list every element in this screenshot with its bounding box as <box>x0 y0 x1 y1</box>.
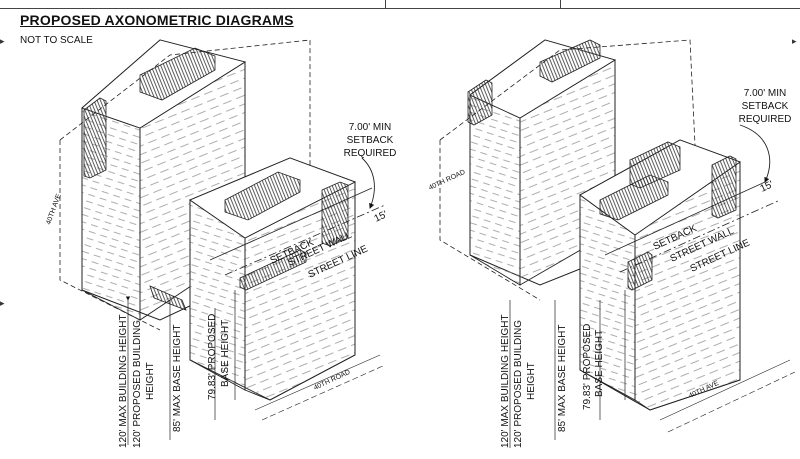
right-streetwall-block <box>627 251 653 291</box>
right-setback-block <box>711 155 737 219</box>
right-proposed-height-1: 120' PROPOSED BUILDING <box>513 320 524 448</box>
right-setback-note-line1: 7.00' MIN <box>744 88 786 99</box>
left-proposed-base-1: 79.83' PROPOSED <box>207 314 218 400</box>
right-setback-note-line3: REQUIRED <box>739 114 792 125</box>
sheet-frame-divider <box>560 0 561 8</box>
right-proposed-base-1: 79.83' PROPOSED <box>582 324 593 410</box>
right-curb-line <box>667 371 796 433</box>
edge-arrow-icon: ▸ <box>0 298 5 308</box>
left-setback-note-line3: REQUIRED <box>344 148 397 159</box>
left-max-base-height: 85' MAX BASE HEIGHT <box>172 325 183 433</box>
right-street-a-label: 40TH ROAD <box>428 169 467 192</box>
edge-arrow-icon: ▸ <box>792 36 797 46</box>
left-zoning-envelope <box>59 140 161 331</box>
sheet-frame-divider <box>385 0 386 8</box>
right-base-mechanical <box>629 141 681 189</box>
right-max-base-height: 85' MAX BASE HEIGHT <box>557 325 568 433</box>
left-curb-line <box>254 354 381 411</box>
edge-arrow-icon: ▸ <box>0 36 5 46</box>
left-curb-line <box>261 364 386 421</box>
right-dim-15-label: 15' <box>759 179 776 195</box>
left-dim-15-label: 15' <box>373 209 390 225</box>
right-street-line <box>619 199 781 273</box>
left-proposed-height-1: 120' PROPOSED BUILDING <box>132 320 143 448</box>
left-corner-block <box>149 285 187 311</box>
right-tower-edge-block <box>467 79 493 126</box>
right-max-building-height: 120' MAX BUILDING HEIGHT <box>500 314 511 448</box>
left-tower-edge-block <box>83 97 107 179</box>
page-subtitle: NOT TO SCALE <box>20 35 93 46</box>
right-proposed-height-2: HEIGHT <box>526 362 537 400</box>
left-street-line <box>224 204 386 276</box>
left-proposed-height-2: HEIGHT <box>145 362 156 400</box>
left-diagram: 7.00' MIN SETBACK REQUIRED 15' SETBACK S… <box>45 39 397 448</box>
left-max-building-height: 120' MAX BUILDING HEIGHT <box>118 314 129 448</box>
right-diagram: 7.00' MIN SETBACK REQUIRED 15' SETBACK S… <box>428 39 796 448</box>
right-setback-arrow <box>739 124 771 183</box>
right-rooftop-mechanical <box>539 39 601 83</box>
sheet-frame-top <box>0 0 800 9</box>
left-setback-arrow <box>361 157 375 209</box>
left-zoning-envelope <box>59 39 311 260</box>
right-street-wall-line <box>604 181 766 256</box>
left-setback-note-line2: SETBACK <box>347 135 394 146</box>
left-setback-note-line1: 7.00' MIN <box>349 122 391 133</box>
left-streetwall-block <box>239 249 307 291</box>
page-title: PROPOSED AXONOMETRIC DIAGRAMS <box>20 12 294 28</box>
right-zoning-envelope <box>439 140 541 301</box>
left-rooftop-mechanical <box>139 47 216 101</box>
left-base-mechanical <box>224 171 301 221</box>
right-setback-note-line2: SETBACK <box>742 101 789 112</box>
right-curb-line <box>659 359 791 421</box>
left-proposed-base-2: BASE HEIGHT <box>220 320 231 387</box>
left-street-wall-line <box>209 187 373 261</box>
right-proposed-base-2: BASE HEIGHT <box>594 330 605 397</box>
